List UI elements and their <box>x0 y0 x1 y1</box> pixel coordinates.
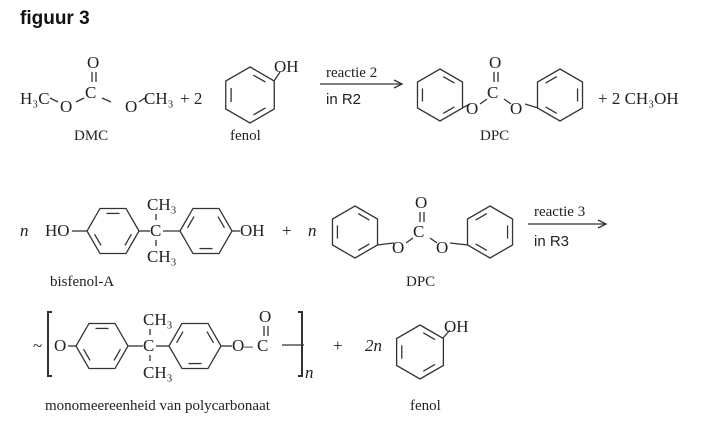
double-bond <box>422 332 436 341</box>
double-bond <box>186 216 195 229</box>
oxygen: O <box>466 99 478 118</box>
methanol-product: + 2 CH₃OH <box>598 89 679 108</box>
coefficient-n: n <box>20 221 29 240</box>
bond <box>461 103 471 109</box>
double-bond <box>206 331 215 344</box>
oxygen: O <box>60 97 72 116</box>
oxygen: O <box>392 238 404 257</box>
plus-coefficient: + 2 <box>180 89 202 108</box>
bisfenol-a-label: bisfenol-A <box>50 274 114 290</box>
plus-sign: + <box>333 336 343 355</box>
figure-title: figuur 3 <box>20 8 90 29</box>
carbonyl-oxygen: O <box>489 53 501 72</box>
double-bond <box>422 363 436 372</box>
ch3-bottom: CH₃ <box>147 247 177 266</box>
double-bond <box>442 106 455 115</box>
benzene-ring <box>416 68 464 122</box>
double-bond <box>253 107 266 116</box>
double-bond <box>545 75 558 84</box>
benzene-ring <box>75 322 129 370</box>
oxygen: O <box>510 99 522 118</box>
h3c-group: H₃C <box>20 89 50 108</box>
bond <box>449 242 469 246</box>
carbon: C <box>85 83 96 102</box>
coefficient-2n: 2n <box>365 336 382 355</box>
bond <box>442 329 451 339</box>
ch3-top: CH₃ <box>147 195 177 214</box>
dpc-label: DPC <box>406 274 435 290</box>
polymer-label: monomeereenheid van polycarbonaat <box>45 398 271 414</box>
dpc-molecule: O C O O DPC <box>466 53 522 144</box>
dpc-label: DPC <box>480 128 509 144</box>
dmc-molecule: H₃C O C O O CH₃ DMC <box>20 53 174 144</box>
ho-group: HO <box>45 221 70 240</box>
carbonyl-oxygen: O <box>259 307 271 326</box>
benzene-ring <box>536 68 584 122</box>
double-bond <box>442 75 455 84</box>
double-bond <box>545 106 558 115</box>
double-bond <box>82 348 91 361</box>
double-bond <box>175 331 184 344</box>
fenol-label: fenol <box>230 128 261 144</box>
fenol-molecule: OH fenol <box>230 57 299 144</box>
arrow-label-top: reactie 3 <box>534 204 585 220</box>
arrow-label-bottom: in R3 <box>534 233 569 250</box>
double-bond <box>124 233 133 246</box>
double-bond <box>253 74 266 83</box>
benzene-ring <box>331 205 379 259</box>
reaction-arrow-3: reactie 3 in R3 <box>528 204 608 250</box>
double-bond <box>357 212 370 221</box>
oh-group: OH <box>274 57 299 76</box>
bisfenol-a-molecule: HO C CH₃ CH₃ OH bisfenol-A <box>45 195 265 290</box>
double-bond <box>357 243 370 252</box>
carbon: C <box>487 83 498 102</box>
oxygen: O <box>54 336 66 355</box>
double-bond <box>93 233 102 246</box>
oh-group: OH <box>444 317 469 336</box>
reaction-arrow-2: reactie 2 in R2 <box>320 65 404 108</box>
double-bond <box>113 348 122 361</box>
carbonyl-oxygen: O <box>415 193 427 212</box>
coefficient-n: n <box>308 221 317 240</box>
bond <box>524 103 539 109</box>
benzene-rings <box>68 66 584 380</box>
fenol-label: fenol <box>410 398 441 414</box>
repeat-n: n <box>305 363 314 382</box>
benzene-ring <box>225 66 275 124</box>
ch3-bottom: CH₃ <box>143 363 173 382</box>
oxygen: O <box>125 97 137 116</box>
polycarbonate-unit: ~ O C CH₃ CH₃ O– C O n monomeereenheid v… <box>33 307 314 414</box>
bond <box>273 71 281 82</box>
central-carbon: C <box>150 221 161 240</box>
ch3-group: CH₃ <box>144 89 174 108</box>
double-bond <box>217 216 226 229</box>
benzene-ring <box>466 205 514 259</box>
oh-group: OH <box>240 221 265 240</box>
double-bond <box>475 243 488 252</box>
double-bond <box>475 212 488 221</box>
benzene-ring <box>179 207 233 255</box>
tilde: ~ <box>33 336 42 355</box>
central-carbon: C <box>143 336 154 355</box>
plus-sign: + <box>282 221 292 240</box>
arrow-label-bottom: in R2 <box>326 91 361 108</box>
carbonyl-oxygen: O <box>87 53 99 72</box>
dpc-molecule: O C O O DPC <box>392 193 448 290</box>
ch3-top: CH₃ <box>143 310 173 329</box>
arrow-label-top: reactie 2 <box>326 65 377 81</box>
benzene-ring <box>86 207 140 255</box>
dmc-label: DMC <box>74 128 108 144</box>
bond <box>376 242 395 246</box>
ester-o-c: O– C <box>232 336 268 355</box>
benzene-ring <box>395 324 445 380</box>
oxygen: O <box>436 238 448 257</box>
benzene-ring <box>168 322 222 370</box>
carbon: C <box>413 222 424 241</box>
